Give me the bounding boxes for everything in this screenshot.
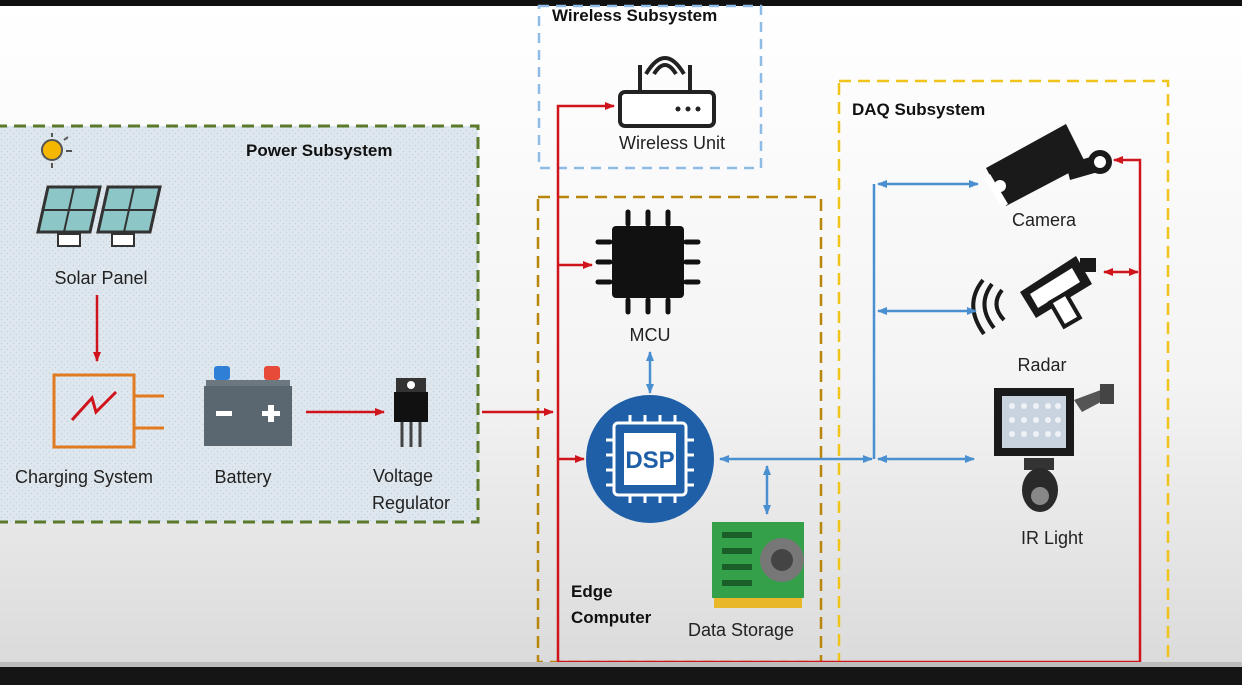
charging-system-label: Charging System (14, 467, 154, 487)
battery-label: Battery (214, 467, 272, 487)
battery-icon (204, 366, 292, 446)
wireless-subsystem-title: Wireless Subsystem (552, 6, 718, 25)
ir-light-label: IR Light (1020, 528, 1084, 548)
wireless-subsystem-box (537, 4, 763, 170)
edge-computer-title-line1: Edge (571, 582, 613, 601)
sun-icon (41, 133, 72, 168)
camera-icon (984, 124, 1112, 208)
voltage-regulator-label-line2: Regulator (371, 493, 451, 513)
daq-subsystem-title: DAQ Subsystem (852, 100, 986, 119)
voltage-regulator-label-line1: Voltage (372, 466, 434, 486)
data-storage-label: Data Storage (687, 620, 795, 640)
dsp-chip-icon (586, 395, 714, 523)
power-subsystem-box (0, 124, 480, 524)
charger-icon (52, 373, 164, 449)
radar-icon (971, 256, 1096, 336)
wireless-unit-label: Wireless Unit (618, 133, 725, 153)
mcu-label: MCU (629, 325, 671, 345)
camera-label: Camera (1011, 210, 1077, 230)
edge-computer-box (536, 195, 823, 664)
edge-computer-title-line2: Computer (571, 608, 652, 627)
radar-label: Radar (1017, 355, 1067, 375)
power-subsystem-title: Power Subsystem (246, 141, 393, 160)
solar-panel-icon (36, 185, 162, 247)
router-icon (618, 56, 716, 128)
dsp-label: DSP (625, 447, 674, 474)
storage-card-icon (712, 522, 804, 608)
voltage-regulator-icon (394, 378, 428, 447)
data-lines (646, 180, 979, 515)
solar-panel-label: Solar Panel (54, 268, 148, 288)
bottom-frame-highlight (0, 662, 1242, 668)
chip-icon (595, 209, 701, 315)
ir-light-icon (994, 384, 1114, 512)
bottom-frame-bar (0, 667, 1242, 685)
top-frame-bar (0, 0, 1242, 6)
